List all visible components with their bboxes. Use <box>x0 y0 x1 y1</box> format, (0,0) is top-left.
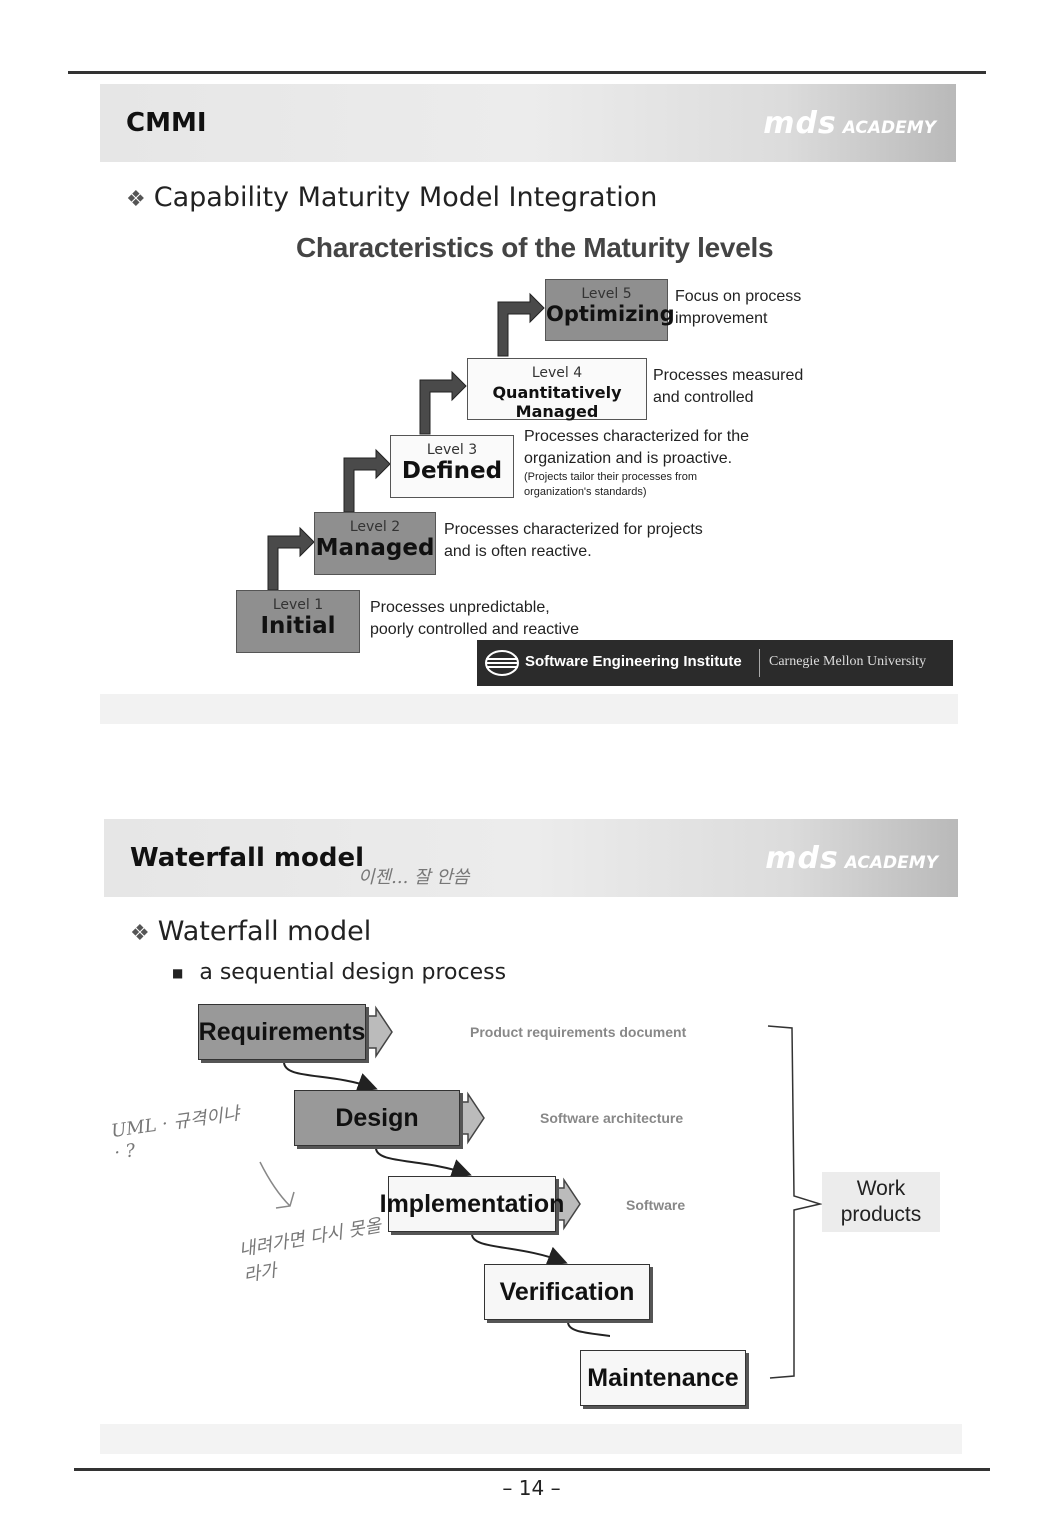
bottom-rule <box>74 1468 990 1471</box>
work-products-bracket <box>767 1025 823 1379</box>
sei-name: Software Engineering Institute <box>525 653 742 670</box>
design-output: Software architecture <box>540 1110 684 1126</box>
phase-requirements: Requirements <box>198 1004 366 1060</box>
level-5-box: Level 5 Optimizing <box>545 279 675 341</box>
staircase-arrows <box>267 292 545 591</box>
sei-bar: Software Engineering Institute Carnegie … <box>477 640 953 686</box>
level-1-box: Level 1 Initial <box>236 590 360 653</box>
handwritten-arrow <box>259 1161 295 1209</box>
slide-title: CMMI <box>126 108 207 138</box>
handwritten-title-note: 이젠... 잘 안씀 <box>358 867 470 888</box>
requirements-output: Product requirements document <box>470 1024 687 1040</box>
phase-maintenance: Maintenance <box>580 1350 746 1406</box>
waterfall-bullet: ❖Waterfall model <box>130 916 372 947</box>
slide-title: Waterfall model <box>130 843 365 873</box>
phase-implementation: Implementation <box>380 1176 564 1232</box>
maturity-subtitle: Characteristics of the Maturity levels <box>296 232 774 263</box>
top-rule <box>68 71 986 74</box>
diamond-bullet-icon: ❖ <box>130 921 150 946</box>
sei-divider <box>759 649 760 677</box>
phase-design: Design <box>294 1090 460 1146</box>
slide1-footer-band <box>100 694 958 724</box>
sei-globe-icon <box>485 650 519 676</box>
square-bullet-icon: ■ <box>172 966 184 980</box>
phase-verification: Verification <box>484 1264 650 1320</box>
level-3-box: Level 3 Defined <box>390 435 514 498</box>
diamond-bullet-icon: ❖ <box>126 187 146 212</box>
level-2-box: Level 2 Managed <box>314 512 436 575</box>
slide2-footer-band <box>100 1424 962 1454</box>
waterfall-connectors <box>283 1005 610 1338</box>
cmmi-bullet: ❖Capability Maturity Model Integration <box>126 182 658 213</box>
cmu-name: Carnegie Mellon University <box>769 654 927 669</box>
level-4-box: Level 4 Quantitatively Managed <box>467 358 647 421</box>
level-1-desc: Processes unpredictable,poorly controlle… <box>370 599 580 638</box>
waterfall-sub-bullet: ■a sequential design process <box>172 960 507 985</box>
page-number: – 14 – <box>502 1476 561 1500</box>
implementation-output: Software <box>626 1197 686 1213</box>
